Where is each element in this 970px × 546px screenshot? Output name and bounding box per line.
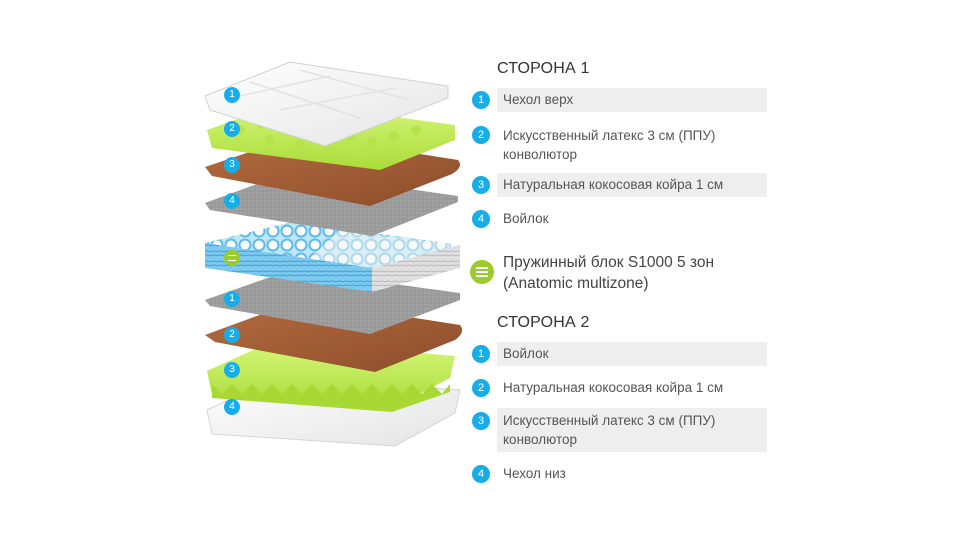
side1-item-2-text: Искусственный латекс 3 см (ППУ) [503,128,716,143]
side1-badge-2: 2 [472,126,490,144]
spring-block-layer [205,222,460,292]
layer-badge-side1-1: 1 [224,87,240,103]
layer-badge-side2-4: 4 [224,399,240,415]
side2-item-3-text: Искусственный латекс 3 см (ППУ) [503,413,716,428]
side2-title: СТОРОНА 2 [497,314,590,331]
side1-item-4: 4 Войлок [472,207,767,231]
side1-item-1-text: Чехол верх [503,92,574,107]
side2-item-1-text: Войлок [503,346,549,361]
side2-item-3-text2: конволютор [503,432,578,447]
layer-badge-side1-4: 4 [224,193,240,209]
side1-item-1: 1 Чехол верх [472,88,767,112]
side1-badge-1: 1 [472,91,490,109]
side1-item-2: 2 Искусственный латекс 3 см (ППУ) конвол… [472,124,767,166]
side2-badge-2: 2 [472,379,490,397]
layer-badge-side2-2: 2 [224,327,240,343]
spring-line-1: Пружинный блок S1000 5 зон [503,254,715,271]
side2-item-4-text: Чехол низ [503,466,566,481]
side1-item-3: 3 Натуральная кокосовая койра 1 см [472,173,767,197]
side1-item-3-text: Натуральная кокосовая койра 1 см [503,177,724,192]
side2-badge-3: 3 [472,412,490,430]
side2-badge-4: 4 [472,465,490,483]
side1-badge-4: 4 [472,210,490,228]
spring-block-icon [228,255,236,261]
bottom-felt-layer [205,270,460,334]
layer-badge-side1-2: 2 [224,121,240,137]
side1-title: СТОРОНА 1 [497,60,590,77]
side2-item-3: 3 Искусственный латекс 3 см (ППУ) конвол… [472,408,767,452]
spring-block-icon [476,267,488,277]
layer-badge-side2-1: 1 [224,291,240,307]
side2-badge-1: 1 [472,345,490,363]
layer-badge-side2-3: 3 [224,362,240,378]
side1-badge-3: 3 [472,176,490,194]
spring-line-2: (Anatomic multizone) [503,275,649,292]
side2-item-2: 2 Натуральная кокосовая койра 1 см [472,376,767,400]
side1-item-2-text2: конволютор [503,147,578,162]
side2-item-2-text: Натуральная кокосовая койра 1 см [503,380,724,395]
side1-item-4-text: Войлок [503,211,549,226]
side2-item-1: 1 Войлок [472,342,767,366]
layer-badge-spring [224,250,240,266]
side2-item-4: 4 Чехол низ [472,462,767,486]
spring-block-text: Пружинный блок S1000 5 зон (Anatomic mul… [503,252,714,294]
top-cover-layer [204,61,449,147]
spring-badge [470,260,494,284]
layer-badge-side1-3: 3 [224,157,240,173]
